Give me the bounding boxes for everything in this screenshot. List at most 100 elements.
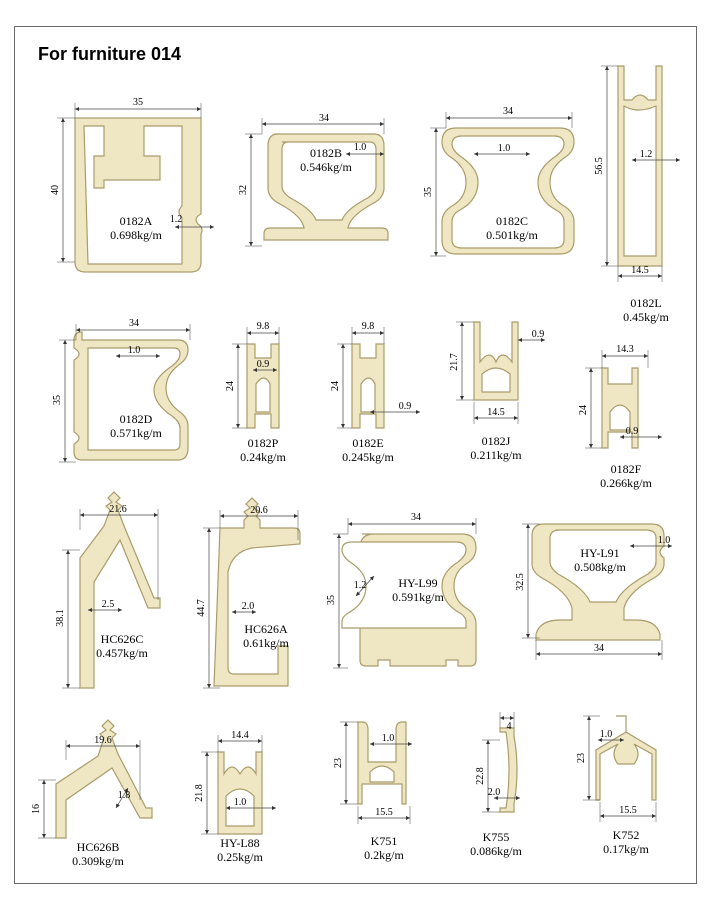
profile-code: 0182C	[495, 214, 528, 228]
profile-code: HC626C	[100, 632, 144, 646]
dimension-label: 1.2	[354, 580, 367, 591]
profile-weight: 0.571kg/m	[110, 426, 162, 440]
profile-weight: 0.25kg/m	[217, 850, 263, 864]
profile-0182D-cavity	[87, 347, 181, 451]
profile-weight: 0.17kg/m	[603, 842, 649, 856]
dimension-label: 1.0	[234, 797, 247, 808]
dimension-label: 34	[503, 106, 513, 117]
profile-code: K752	[612, 828, 640, 842]
profile-K752	[595, 715, 657, 801]
catalog-frame	[14, 26, 697, 884]
dimension-label: 1.2	[640, 149, 653, 160]
dimension-label: 35	[423, 187, 434, 197]
profile-code: HC626A	[244, 622, 288, 636]
dimension-label: 0.9	[399, 401, 412, 412]
dimension-label: 21.8	[194, 784, 205, 802]
dimension-label: 2.5	[102, 599, 115, 610]
dimension-label: 23	[576, 753, 587, 763]
dimension-label: 15.5	[375, 807, 393, 818]
profile-weight: 0.24kg/m	[240, 450, 286, 464]
dimension-label: 2.0	[488, 787, 501, 798]
dimension-label: 35	[326, 595, 337, 605]
dimension-label: 34	[594, 643, 604, 654]
profile-HC626C	[79, 491, 161, 689]
dimension-label: 23	[333, 758, 344, 768]
profile-0182J-slot	[481, 367, 511, 393]
dimension-label: 9.8	[362, 321, 375, 332]
profile-code: 0182B	[309, 146, 342, 160]
profile-0182E-slot	[360, 377, 376, 413]
profile-0182P-slot	[255, 377, 271, 413]
profile-code: 0182E	[352, 436, 384, 450]
dimension-label: 1.0	[658, 535, 671, 546]
profile-K751	[357, 721, 407, 805]
profile-HY-L91-cavity	[549, 529, 657, 603]
dimension-label: 24	[225, 381, 236, 391]
dimension-label: 14.5	[487, 407, 505, 418]
profile-code: 0182P	[247, 436, 279, 450]
profile-weight: 0.245kg/m	[342, 450, 394, 464]
dimension-label: 22.8	[475, 767, 486, 785]
dimension-label: 15.5	[619, 805, 637, 816]
profile-code: HY-L91	[580, 546, 620, 560]
profile-weight: 0.698kg/m	[110, 228, 162, 242]
profile-weight: 0.266kg/m	[600, 476, 652, 490]
dimension-label: 34	[411, 512, 421, 523]
dimension-label: 1.0	[600, 729, 613, 740]
dimension-label: 24	[578, 405, 589, 415]
profile-weight: 0.086kg/m	[470, 844, 522, 858]
dimension-label: 1.0	[128, 345, 141, 356]
profile-HC626A	[213, 497, 301, 687]
dimension-label: 21.6	[109, 504, 127, 515]
profile-code: K751	[370, 834, 398, 848]
dimension-label: 16	[31, 804, 42, 814]
profile-weight: 0.508kg/m	[574, 560, 626, 574]
dimension-label: 14.3	[616, 344, 634, 355]
dimension-label: 1.8	[118, 790, 131, 801]
dimension-label: 4	[507, 721, 512, 732]
page-title: For furniture 014	[38, 44, 182, 64]
profile-weight: 0.2kg/m	[364, 848, 404, 862]
dimension-label: 56.5	[594, 157, 605, 175]
dimension-label: 14.4	[231, 730, 249, 741]
dimension-label: 2.0	[242, 601, 255, 612]
profile-weight: 0.546kg/m	[300, 160, 352, 174]
dimension-label: 0.9	[257, 359, 270, 370]
profile-weight: 0.457kg/m	[96, 646, 148, 660]
dimension-label: 9.8	[257, 321, 270, 332]
profile-code: HY-L99	[398, 576, 438, 590]
dimension-label: 32.5	[515, 573, 526, 591]
dimension-label: 35	[52, 395, 63, 405]
profile-weight: 0.309kg/m	[72, 854, 124, 868]
profile-code: 0182F	[610, 462, 642, 476]
profile-0182A-cavity	[83, 125, 183, 265]
dimension-label: 19.6	[94, 735, 112, 746]
dimension-label: 1.0	[382, 733, 395, 744]
dimension-label: 1.2	[170, 214, 183, 225]
dimension-label: 24	[330, 381, 341, 391]
profile-weight: 0.45kg/m	[623, 310, 669, 324]
profile-weight: 0.501kg/m	[486, 228, 538, 242]
profile-code: 0182J	[481, 434, 511, 448]
profile-code: 0182L	[630, 296, 662, 310]
profile-code: HY-L88	[220, 836, 260, 850]
profile-weight: 0.591kg/m	[392, 590, 444, 604]
dimension-label: 35	[133, 97, 143, 108]
dimension-label: 34	[129, 318, 139, 329]
dimension-label: 44.7	[196, 599, 207, 617]
dimension-label: 0.9	[626, 426, 639, 437]
profile-code: 0182D	[119, 412, 153, 426]
